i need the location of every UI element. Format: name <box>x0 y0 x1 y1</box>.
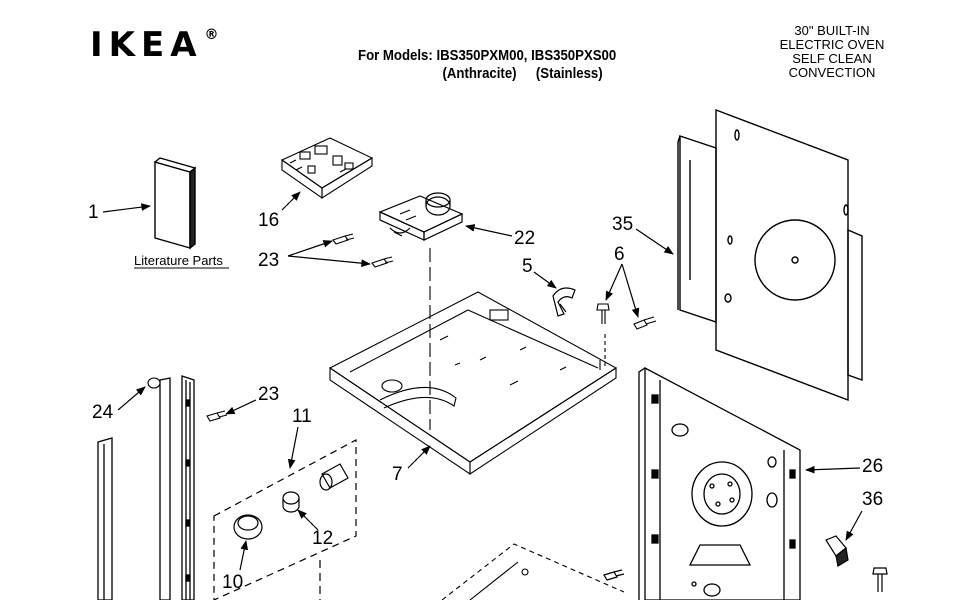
callout-10: 10 <box>222 572 243 593</box>
screws-left <box>147 377 228 422</box>
callout-1: 1 <box>88 202 99 223</box>
models-line: For Models: IBS350PXM00, IBS350PXS00 <box>358 47 617 64</box>
hinge-clip <box>552 287 576 317</box>
screw-23-top <box>332 233 394 268</box>
rear-panel <box>677 108 863 402</box>
brand-name: IKEA <box>90 25 203 65</box>
models-heading: For Models: IBS350PXM00, IBS350PXS00 (An… <box>358 47 616 83</box>
brand-logo: IKEA® <box>90 28 219 62</box>
callout-12: 12 <box>312 528 333 549</box>
control-board <box>280 137 374 200</box>
product-description: 30" BUILT-IN ELECTRIC OVEN SELF CLEAN CO… <box>768 24 896 80</box>
bracket-36 <box>603 535 888 592</box>
finish-stainless: (Stainless) <box>535 65 603 82</box>
lamp-assembly <box>213 438 357 600</box>
product-line-2: ELECTRIC OVEN <box>779 37 885 52</box>
callout-24: 24 <box>92 402 114 423</box>
leader-arrows <box>102 191 863 571</box>
callout-11: 11 <box>292 406 312 427</box>
oven-top-panel <box>328 248 618 476</box>
registered-mark: ® <box>204 27 219 43</box>
callout-16: 16 <box>258 210 279 231</box>
product-line-1: 30" BUILT-IN <box>794 23 870 38</box>
oven-liner <box>441 543 625 600</box>
motor-bracket <box>378 192 464 241</box>
literature-booklet <box>153 157 197 250</box>
oven-rear-wall <box>638 366 801 600</box>
left-side-rails <box>97 375 195 600</box>
callout-5: 5 <box>522 256 533 277</box>
literature-label: Literature Parts <box>134 253 223 268</box>
product-line-4: CONVECTION <box>788 65 876 80</box>
callout-23-left: 23 <box>258 384 279 405</box>
callout-6: 6 <box>614 244 625 265</box>
product-line-3: SELF CLEAN <box>792 51 872 66</box>
callout-22: 22 <box>514 228 535 249</box>
callout-7: 7 <box>392 464 403 485</box>
screws-6 <box>596 303 657 330</box>
callout-23-top: 23 <box>258 250 279 271</box>
callout-26: 26 <box>862 456 883 477</box>
callout-36: 36 <box>862 489 883 510</box>
finish-line: (Anthracite) (Stainless) <box>442 65 616 83</box>
callout-35: 35 <box>612 214 633 235</box>
finish-anthracite: (Anthracite) <box>442 65 517 82</box>
